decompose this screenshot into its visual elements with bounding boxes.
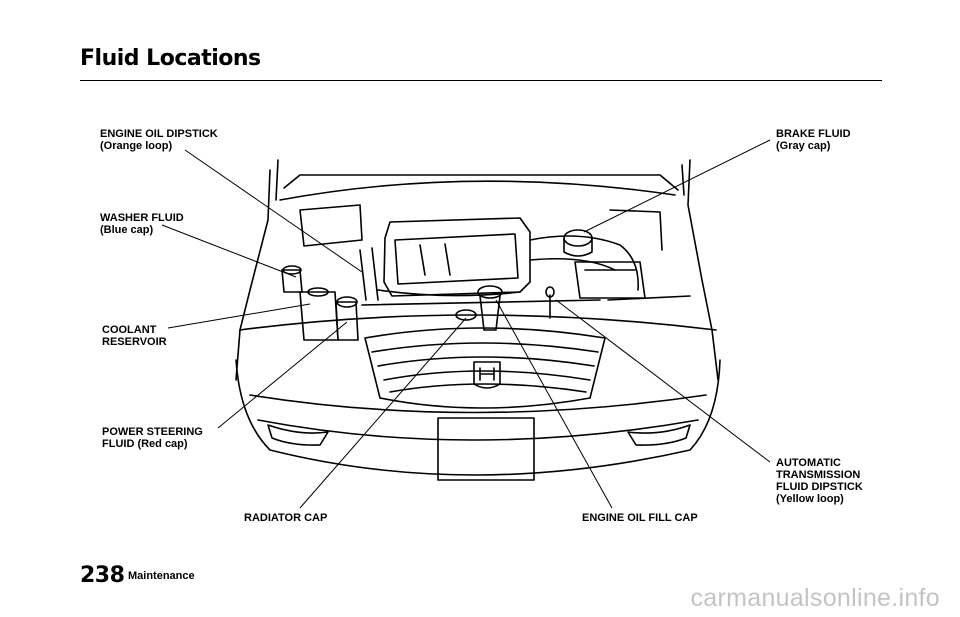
watermark: carmanualsonline.info [690, 584, 940, 612]
callout-coolant-reservoir: COOLANT RESERVOIR [102, 324, 167, 348]
callout-line: RESERVOIR [102, 336, 167, 348]
callout-line: (Orange loop) [100, 140, 173, 152]
section-name: Maintenance [128, 570, 195, 582]
callout-engine-oil-dipstick: ENGINE OIL DIPSTICK (Orange loop) [100, 128, 218, 152]
callout-line: FLUID DIPSTICK [776, 481, 863, 493]
callout-line: RADIATOR CAP [244, 512, 328, 524]
callout-line: TRANSMISSION [776, 469, 861, 481]
callout-brake-fluid: BRAKE FLUID (Gray cap) [776, 128, 851, 152]
callout-engine-oil-fill-cap: ENGINE OIL FILL CAP [582, 512, 698, 524]
callout-line: POWER STEERING [102, 426, 203, 438]
callout-line: (Gray cap) [776, 140, 831, 152]
callout-power-steering: POWER STEERING FLUID (Red cap) [102, 426, 203, 450]
callout-line: COOLANT [102, 324, 157, 336]
callout-radiator-cap: RADIATOR CAP [244, 512, 327, 524]
callout-line: (Yellow loop) [776, 493, 844, 505]
page-number: 238 [80, 563, 125, 588]
callout-line: BRAKE FLUID [776, 128, 851, 140]
callout-line: ENGINE OIL FILL CAP [582, 512, 698, 524]
title-rule [80, 80, 882, 81]
callout-washer-fluid: WASHER FLUID (Blue cap) [100, 212, 184, 236]
page-title: Fluid Locations [80, 46, 261, 71]
callout-line: (Blue cap) [100, 224, 154, 236]
callout-line: FLUID (Red cap) [102, 438, 188, 450]
callout-atf-dipstick: AUTOMATIC TRANSMISSION FLUID DIPSTICK (Y… [776, 457, 863, 505]
callout-line: ENGINE OIL DIPSTICK [100, 128, 218, 140]
callout-line: AUTOMATIC [776, 457, 841, 469]
callout-line: WASHER FLUID [100, 212, 184, 224]
